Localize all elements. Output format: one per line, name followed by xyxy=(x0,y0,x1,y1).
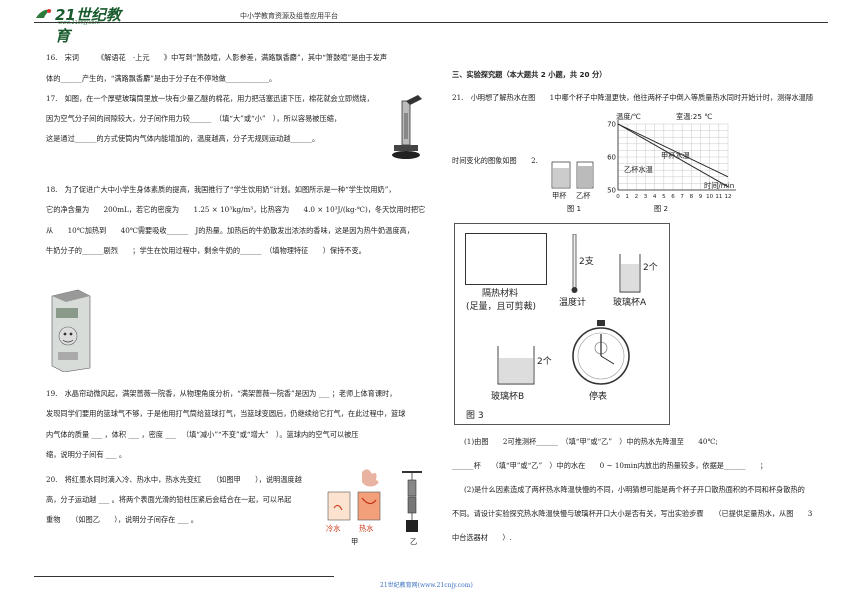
thermometer-count: 2支 xyxy=(579,257,594,267)
x-tick-label: 7 xyxy=(680,194,684,200)
x-tick-label: 9 xyxy=(699,194,703,200)
stopwatch-label: 停表 xyxy=(589,392,608,402)
chart-ylabel: 温度/℃ xyxy=(616,112,641,121)
insulation-label: 隔热材料 xyxy=(482,289,519,299)
header-title: 中小学教育资源及组卷应用平台 xyxy=(240,12,338,20)
logo-text: 21世纪教育 xyxy=(55,6,121,45)
x-tick-label: 0 xyxy=(616,194,620,200)
hot-water-label: 热水 xyxy=(359,524,374,533)
logo-url: www.21cnjy.com xyxy=(58,20,100,26)
section-title: 三、实验探究题（本大题共 2 小题，共 20 分） xyxy=(452,70,607,79)
x-tick-label: 3 xyxy=(644,194,648,200)
q19-line3: 内气体的质量 ___ ，体积 ___ ，密度 ___ （填“减小”“不变”或“增… xyxy=(46,430,359,439)
insulation-note: (足量，且可剪裁) xyxy=(466,302,537,312)
x-tick-label: 2 xyxy=(635,194,639,200)
q19-line4: 缩，说明分子间有 ___ 。 xyxy=(46,450,127,459)
q16-line1: 16. 宋词 《解语花 ·上元 》中写到“箫鼓喧，人影参差，满路飘香麝”，其中“… xyxy=(46,53,388,62)
x-tick-label: 4 xyxy=(653,194,657,200)
q21-sub2: (2)是什么因素造成了两杯热水降温快慢的不同，小明猜想可能是两个杯子开口散热面积… xyxy=(464,485,805,494)
footer-rule xyxy=(34,576,334,577)
cup-a-label: 玻璃杯A xyxy=(613,298,647,308)
header-rule xyxy=(34,22,828,23)
glass-cup-a-icon xyxy=(619,254,641,293)
q19-line1: 19. 水晶帘动微风起，满架蔷薇一院香，从物理角度分析，“满架蔷薇一院香”是因为… xyxy=(46,389,397,398)
cup-b-count: 2个 xyxy=(537,357,552,367)
x-tick-label: 8 xyxy=(690,194,694,200)
cup-a-count: 2个 xyxy=(643,263,658,273)
y-tick-label: 60 xyxy=(607,154,616,162)
q21-line2: 时间变化的图象如图 2. xyxy=(452,156,538,165)
q17-line2: 因为空气分子间的间隙较大，分子间作用力较______ （填“大”或“小” ），所… xyxy=(46,114,342,123)
milk-carton-image xyxy=(51,289,91,372)
q21-sub1b: ______杯 （填“甲”或“乙” ）中的水在 0 ~ 10min内放出的热量较… xyxy=(452,461,768,470)
fig-yi-label: 乙 xyxy=(410,537,418,546)
cold-water-label: 冷水 xyxy=(326,524,341,533)
footer-text: 21世纪教育网(www.21cnjy.com) xyxy=(380,582,473,589)
beakers-figure xyxy=(327,469,381,521)
x-tick-label: 10 xyxy=(706,194,713,200)
fig2-caption: 图 2 xyxy=(654,204,669,213)
q20-line1: 20. 将红墨水同时滴入冷、热水中，热水先变红 （如图甲 ），说明温度越 xyxy=(46,475,302,484)
q21-sub2c: 中台选器材 ）. xyxy=(452,533,512,542)
q21-sub2b: 不同。请设计实验探究热水降温快慢与玻璃杯开口大小是否有关，写出实验步骤 （已提供… xyxy=(452,509,813,518)
q21-line1: 21. 小明想了解热水在图 1中哪个杯子中降温更快，他往两杯子中倒入等质量热水同… xyxy=(452,93,814,102)
fig3-frame xyxy=(454,223,670,425)
q20-line3: 重物 （如图乙 ），说明分子间存在 ___ 。 xyxy=(46,515,198,524)
q18-line1: 18. 为了促进广大中小学生身体素质的提高，我国推行了“学生饮用奶”计划。如图所… xyxy=(46,185,396,194)
q21-sub1: (1)由图 2可推测杯______ （填“甲”或“乙” ）中的热水先降温至 40… xyxy=(464,437,718,446)
insulation-material-rect xyxy=(465,233,547,285)
fig-jia-label: 甲 xyxy=(351,537,359,546)
thermometer-label: 温度计 xyxy=(559,298,587,308)
fig3-caption: 图 3 xyxy=(466,411,484,421)
q17-line1: 17. 如图，在一个厚壁玻璃筒里放一块有少量乙醚的棉花，用力把活塞迅速下压，棉花… xyxy=(46,94,374,103)
q19-line2: 发现同学们要用的篮球气不够，于是他用打气筒给篮球打气，当篮球变圆后，仍继续给它打… xyxy=(46,409,406,418)
logo-icon xyxy=(36,9,52,18)
glass-cup-b-icon xyxy=(497,346,535,385)
room-temp-label: 室温:25 ℃ xyxy=(676,112,713,121)
stopwatch-icon xyxy=(572,320,630,385)
compression-cylinder-figure xyxy=(392,95,422,159)
cup-b-label: 玻璃杯B xyxy=(491,392,525,402)
x-tick-label: 1 xyxy=(625,194,629,200)
y-tick-label: 70 xyxy=(607,121,616,129)
q18-line2: 它的净含量为 200mL，若它的密度为 1.25 × 10³kg/m³，比热容为… xyxy=(46,205,426,214)
fig1-cups xyxy=(551,161,594,189)
fig1-caption: 图 1 xyxy=(567,204,582,213)
x-tick-label: 6 xyxy=(671,194,675,200)
thermometer-icon xyxy=(571,234,578,293)
series-line-yi xyxy=(617,123,729,188)
chart-xlabel: 时间/min xyxy=(704,181,735,190)
q18-line4: 牛奶分子的______剧烈 ；学生在饮用过程中，剩余牛奶的______ （填物理… xyxy=(46,246,366,255)
x-tick-label: 11 xyxy=(715,194,722,200)
series-line-jia xyxy=(617,123,729,178)
q20-line2: 高，分子运动越 ___ 。将两个表面光滑的铅柱压紧后会结合在一起，可以吊起 xyxy=(46,495,292,504)
cup-jia-label: 甲杯 xyxy=(552,191,567,200)
q16-line2: 体的______产生的，“满路飘香麝”是由于分子在不停地做___________… xyxy=(46,74,277,83)
q18-line3: 从 10℃加热到 40℃需要吸收______ J的热量。加热后的牛奶散发出浓浓的… xyxy=(46,226,414,235)
series-yi-label: 乙杯水温 xyxy=(624,165,653,174)
lead-cylinders-figure xyxy=(402,471,422,532)
x-tick-label: 5 xyxy=(662,194,666,200)
q17-line3: 这是通过______的方式使筒内气体内能增加的，温度越高，分子无规则运动越___… xyxy=(46,134,320,143)
cup-yi-label: 乙杯 xyxy=(576,191,591,200)
y-tick-label: 50 xyxy=(607,187,616,195)
site-logo: 21世纪教育 www.21cnjy.com xyxy=(34,4,134,45)
series-jia-label: 甲杯水温 xyxy=(661,151,690,160)
x-tick-label: 12 xyxy=(725,194,732,200)
